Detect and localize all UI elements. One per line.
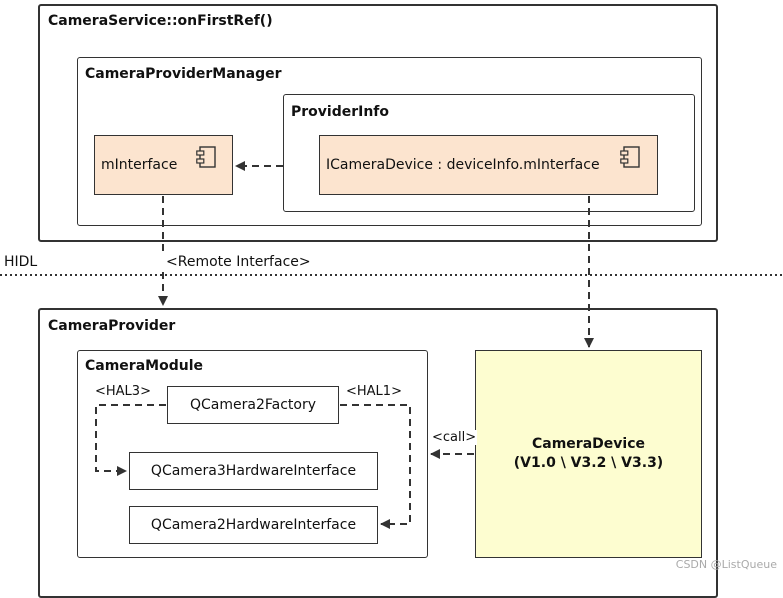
icamera-device-label: ICameraDevice : deviceInfo.mInterface (326, 157, 600, 173)
minterface-component: mInterface (94, 135, 233, 195)
qcamera2-factory-label: QCamera2Factory (189, 397, 316, 413)
remote-interface-label: <Remote Interface> (165, 254, 312, 270)
minterface-label: mInterface (101, 157, 178, 173)
qcamera3-hardware-interface-label: QCamera3HardwareInterface (150, 463, 357, 479)
camera-module-title: CameraModule (85, 358, 203, 374)
qcamera2-hardware-interface: QCamera2HardwareInterface (129, 506, 378, 544)
camera-service-title: CameraService::onFirstRef() (48, 13, 273, 29)
camera-provider-manager-title: CameraProviderManager (85, 66, 282, 82)
camera-provider-title: CameraProvider (48, 318, 176, 334)
provider-info-title: ProviderInfo (291, 104, 390, 120)
icamera-device-component: ICameraDevice : deviceInfo.mInterface (319, 135, 658, 195)
hal3-label: <HAL3> (94, 384, 152, 399)
hidl-label: HIDL (4, 254, 38, 270)
camera-device-versions: (V1.0 \ V3.2 \ V3.3) (513, 455, 664, 471)
camera-device-name: CameraDevice (532, 436, 645, 452)
qcamera2-hardware-interface-label: QCamera2HardwareInterface (150, 517, 357, 533)
component-icon (196, 146, 216, 168)
connectors-layer (0, 161, 783, 529)
hal1-label: <HAL1> (345, 384, 403, 399)
component-icon (620, 146, 640, 168)
watermark: CSDN @ListQueue (675, 558, 777, 571)
hal1-connector (340, 404, 411, 529)
qcamera3-hardware-interface: QCamera3HardwareInterface (129, 452, 378, 490)
qcamera2-factory: QCamera2Factory (167, 386, 339, 424)
hal3-connector (95, 404, 166, 476)
camera-device: CameraDevice (V1.0 \ V3.2 \ V3.3) (475, 350, 702, 558)
call-label: <call> (431, 430, 478, 445)
